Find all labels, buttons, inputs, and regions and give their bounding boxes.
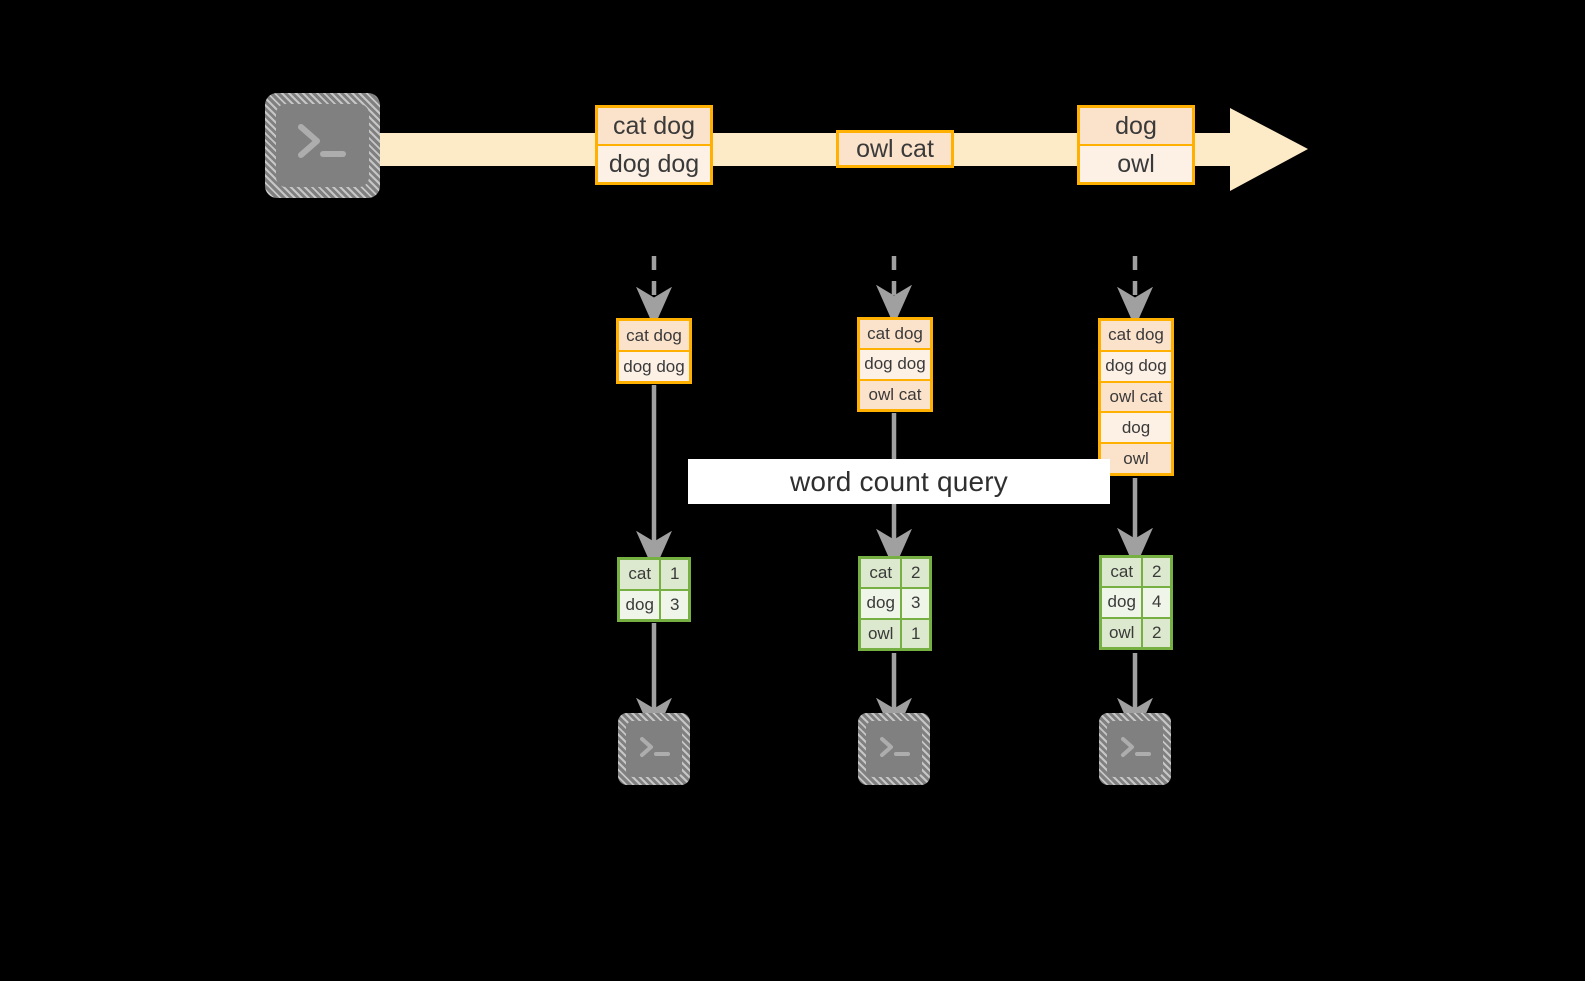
snapshot-2-input-row-2: dog dog (860, 350, 930, 381)
snapshot-1-count-2: 3 (661, 590, 688, 619)
snapshot-2-word-2: dog (861, 589, 903, 618)
snapshot-2-count-3: 1 (902, 619, 929, 648)
snapshot-1-input-stack: cat dog dog dog (616, 318, 692, 384)
snapshot-2-sink-terminal-icon (858, 713, 930, 785)
snapshot-1-result-table: cat 1 dog 3 (617, 557, 691, 622)
snapshot-3-input-row-2: dog dog (1101, 351, 1171, 383)
snapshot-1-word-2: dog (620, 590, 662, 619)
snapshot-1-input-row-1: cat dog (619, 321, 689, 352)
snapshot-1-sink-terminal-icon (618, 713, 690, 785)
snapshot-3-input-stack: cat dog dog dog owl cat dog owl (1098, 318, 1174, 476)
stream-event-2: owl cat (836, 130, 954, 168)
snapshot-3-input-row-4: dog (1101, 413, 1171, 445)
snapshot-3-count-3: 2 (1143, 618, 1170, 647)
stream-event-3: dog owl (1077, 105, 1195, 185)
terminal-prompt-glyph (880, 737, 910, 757)
table-row: owl 1 (861, 619, 929, 648)
snapshot-2-result-table: cat 2 dog 3 owl 1 (858, 556, 932, 651)
snapshot-2-word-1: cat (861, 559, 903, 588)
table-row: cat 2 (1102, 558, 1170, 589)
snapshot-2-input-row-1: cat dog (860, 320, 930, 351)
stream-event-3-row-1: dog (1080, 108, 1192, 146)
stream-event-1: cat dog dog dog (595, 105, 713, 185)
snapshot-3-word-3: owl (1102, 618, 1144, 647)
stream-event-1-row-1: cat dog (598, 108, 710, 146)
query-label-band: word count query (688, 459, 1110, 504)
table-row: cat 1 (620, 560, 688, 591)
table-row: dog 4 (1102, 588, 1170, 619)
snapshot-2-count-2: 3 (902, 589, 929, 618)
snapshot-2-count-1: 2 (902, 559, 929, 588)
query-label: word count query (790, 465, 1008, 497)
snapshot-2-word-3: owl (861, 619, 903, 648)
table-row: cat 2 (861, 559, 929, 590)
snapshot-3-count-1: 2 (1143, 558, 1170, 587)
terminal-prompt-glyph (640, 737, 670, 757)
terminal-prompt-glyph (1121, 737, 1151, 757)
snapshot-3-sink-terminal-icon (1099, 713, 1171, 785)
snapshot-3-input-row-5: owl (1101, 444, 1171, 473)
snapshot-3-count-2: 4 (1143, 588, 1170, 617)
stream-arrow (360, 108, 1308, 191)
snapshot-3-word-2: dog (1102, 588, 1144, 617)
snapshot-3-word-1: cat (1102, 558, 1144, 587)
stream-event-3-row-2: owl (1080, 146, 1192, 182)
snapshot-1-word-1: cat (620, 560, 662, 589)
snapshot-2-input-row-3: owl cat (860, 380, 930, 409)
stream-event-2-row-1: owl cat (839, 133, 951, 165)
snapshot-1-input-row-2: dog dog (619, 352, 689, 381)
table-row: owl 2 (1102, 618, 1170, 647)
stream-event-1-row-2: dog dog (598, 146, 710, 182)
snapshot-1-count-1: 1 (661, 560, 688, 589)
table-row: dog 3 (861, 589, 929, 620)
table-row: dog 3 (620, 590, 688, 619)
terminal-prompt-glyph (298, 124, 346, 158)
snapshot-2-input-stack: cat dog dog dog owl cat (857, 317, 933, 412)
snapshot-3-result-table: cat 2 dog 4 owl 2 (1099, 555, 1173, 650)
snapshot-3-input-row-3: owl cat (1101, 382, 1171, 414)
stream-source-terminal-icon (265, 93, 380, 198)
snapshot-3-input-row-1: cat dog (1101, 321, 1171, 352)
